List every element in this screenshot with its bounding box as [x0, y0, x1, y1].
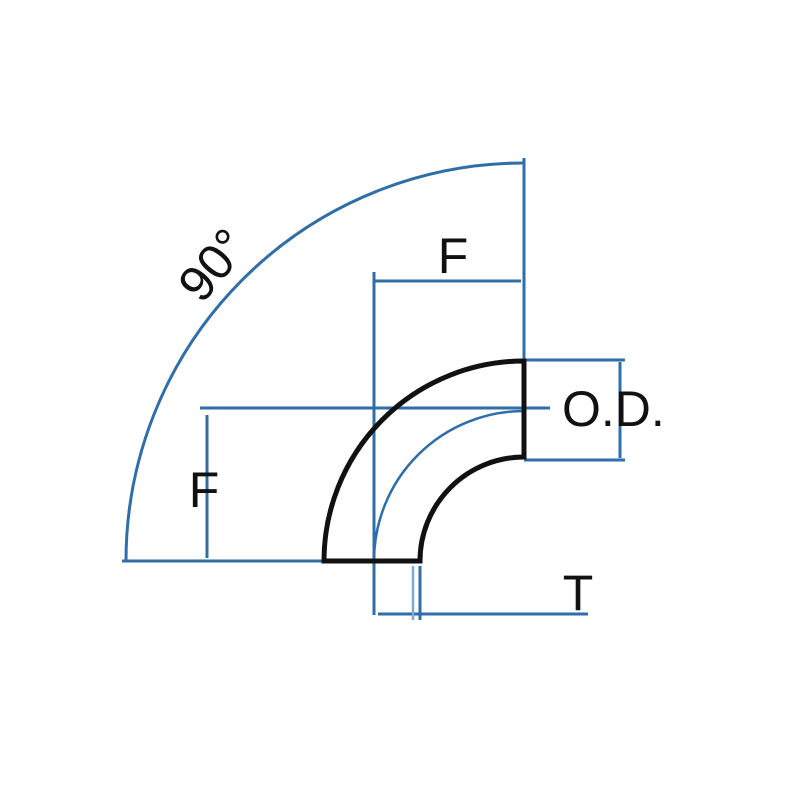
od-label: O.D.: [562, 381, 665, 437]
left-f-label: F: [189, 462, 220, 518]
angle-label: 90°: [167, 218, 259, 312]
t-label: T: [563, 565, 594, 621]
angle-arc: [124, 161, 525, 562]
elbow-centerline: [372, 409, 525, 562]
elbow-fitting-outline: [321, 358, 527, 564]
top-f-label: F: [438, 228, 469, 284]
